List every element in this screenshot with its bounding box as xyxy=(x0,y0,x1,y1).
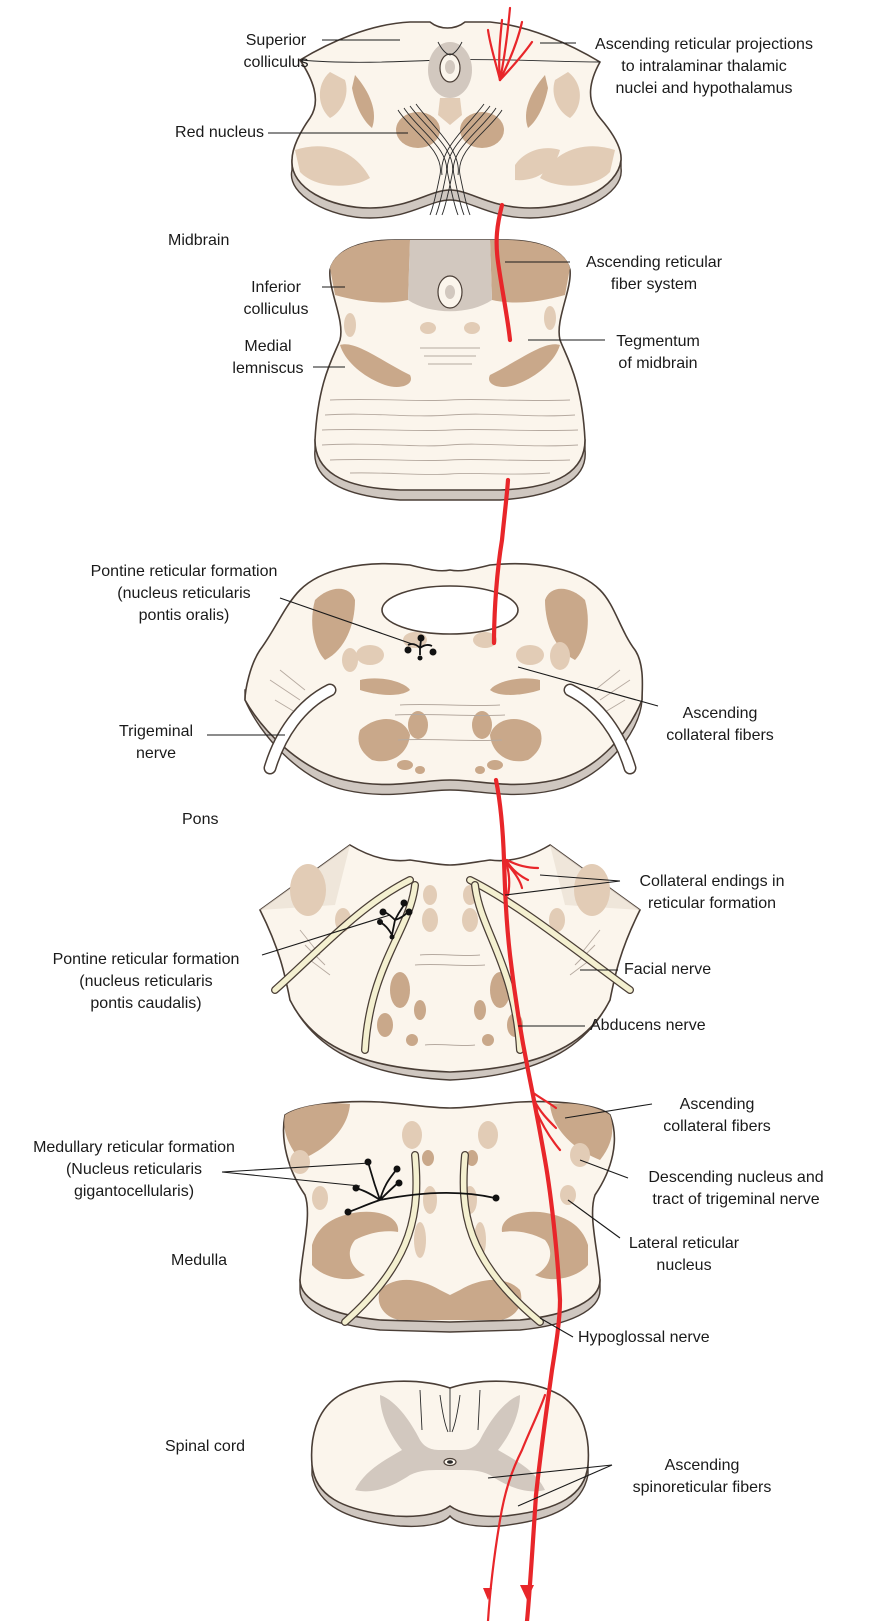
label-lateral-reticular-nucleus: Lateral reticular nucleus xyxy=(618,1233,750,1277)
label-line: Tegmentum xyxy=(606,331,710,353)
label-line: pontis oralis) xyxy=(66,605,302,627)
label-line: (Nucleus reticularis xyxy=(6,1159,262,1181)
medulla-section xyxy=(284,1102,615,1332)
label-ascending-spinoreticular-fibers: Ascending spinoreticular fibers xyxy=(614,1455,790,1499)
label-line: collateral fibers xyxy=(654,1116,780,1138)
lower-midbrain-section xyxy=(315,240,585,500)
label-medullary-rf: Medullary reticular formation (Nucleus r… xyxy=(6,1137,262,1203)
label-line: tract of trigeminal nerve xyxy=(628,1189,844,1211)
label-line: (nucleus reticularis xyxy=(30,971,262,993)
label-collateral-endings: Collateral endings in reticular formatio… xyxy=(622,871,802,915)
section-label-spinal-cord: Spinal cord xyxy=(165,1436,275,1458)
label-line: Ascending xyxy=(658,703,782,725)
label-abducens-nerve: Abducens nerve xyxy=(590,1015,740,1037)
label-line: Ascending reticular xyxy=(572,252,736,274)
label-inferior-colliculus: Inferior colliculus xyxy=(233,277,319,321)
label-line: nerve xyxy=(106,743,206,765)
label-line: Medial xyxy=(226,336,310,358)
label-line: colliculus xyxy=(233,299,319,321)
label-line: Facial nerve xyxy=(624,959,744,981)
label-line: gigantocellularis) xyxy=(6,1181,262,1203)
label-line: Inferior xyxy=(233,277,319,299)
label-hypoglossal-nerve: Hypoglossal nerve xyxy=(578,1327,748,1349)
label-line: nucleus xyxy=(618,1255,750,1277)
upper-pons-section xyxy=(245,564,642,795)
label-ascending-collateral-fibers-pons: Ascending collateral fibers xyxy=(658,703,782,747)
label-line: Abducens nerve xyxy=(590,1015,740,1037)
label-pontine-rf-oralis: Pontine reticular formation (nucleus ret… xyxy=(66,561,302,627)
label-line: reticular formation xyxy=(622,893,802,915)
label-line: Red nucleus xyxy=(140,122,264,144)
label-ascending-collateral-fibers-medulla: Ascending collateral fibers xyxy=(654,1094,780,1138)
label-facial-nerve: Facial nerve xyxy=(624,959,744,981)
label-line: of midbrain xyxy=(606,353,710,375)
label-descending-nucleus-trigeminal: Descending nucleus and tract of trigemin… xyxy=(628,1167,844,1211)
label-line: collateral fibers xyxy=(658,725,782,747)
label-line: (nucleus reticularis xyxy=(66,583,302,605)
label-line: Hypoglossal nerve xyxy=(578,1327,748,1349)
section-label-midbrain: Midbrain xyxy=(168,230,288,252)
label-line: Ascending xyxy=(614,1455,790,1477)
label-line: Trigeminal xyxy=(106,721,206,743)
section-label-medulla: Medulla xyxy=(171,1250,251,1272)
label-line: colliculus xyxy=(233,52,319,74)
label-line: Descending nucleus and xyxy=(628,1167,844,1189)
label-line: Ascending xyxy=(654,1094,780,1116)
label-line: Pontine reticular formation xyxy=(66,561,302,583)
label-pontine-rf-caudalis: Pontine reticular formation (nucleus ret… xyxy=(30,949,262,1015)
label-line: spinoreticular fibers xyxy=(614,1477,790,1499)
label-line: Pontine reticular formation xyxy=(30,949,262,971)
label-line: Collateral endings in xyxy=(622,871,802,893)
label-superior-colliculus: Superior colliculus xyxy=(233,30,319,74)
label-line: fiber system xyxy=(572,274,736,296)
label-line: Ascending reticular projections xyxy=(576,34,832,56)
label-line: Medullary reticular formation xyxy=(6,1137,262,1159)
lower-pons-section xyxy=(260,845,640,1080)
label-line: to intralaminar thalamic xyxy=(576,56,832,78)
label-tegmentum-of-midbrain: Tegmentum of midbrain xyxy=(606,331,710,375)
upper-midbrain-section xyxy=(291,22,621,218)
label-line: nuclei and hypothalamus xyxy=(576,78,832,100)
label-line: Superior xyxy=(233,30,319,52)
label-trigeminal-nerve: Trigeminal nerve xyxy=(106,721,206,765)
section-label-pons: Pons xyxy=(182,809,262,831)
label-ascending-reticular-projections: Ascending reticular projections to intra… xyxy=(576,34,832,100)
label-red-nucleus: Red nucleus xyxy=(140,122,264,144)
label-line: Lateral reticular xyxy=(618,1233,750,1255)
label-line: lemniscus xyxy=(226,358,310,380)
label-ascending-reticular-fiber-system: Ascending reticular fiber system xyxy=(572,252,736,296)
label-line: pontis caudalis) xyxy=(30,993,262,1015)
label-medial-lemniscus: Medial lemniscus xyxy=(226,336,310,380)
